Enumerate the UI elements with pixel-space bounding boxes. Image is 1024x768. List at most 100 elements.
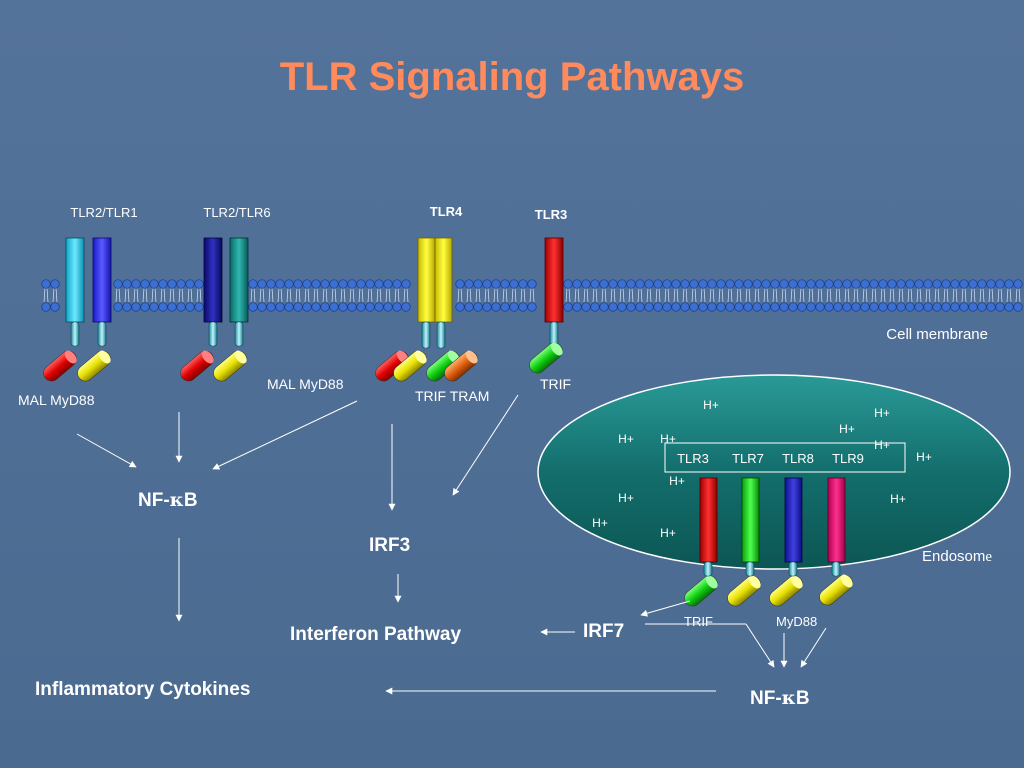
lipid-head	[608, 279, 618, 289]
lipid-head	[833, 302, 843, 312]
lipid-tail	[262, 287, 265, 303]
tlr1-stalk	[97, 321, 107, 347]
lipid-tail	[196, 287, 199, 303]
lipid-tail	[646, 287, 649, 303]
lipid-tail	[295, 287, 298, 303]
lipid-tail	[325, 287, 328, 303]
lipid-tail	[973, 287, 976, 303]
pathway-arrows	[76, 394, 827, 695]
lipid-head	[374, 302, 384, 312]
lipid-head	[716, 302, 726, 312]
lipid-head	[356, 279, 366, 289]
lipid-tail	[658, 287, 661, 303]
receptor-tlr2-tlr6	[203, 237, 249, 347]
lipid-tail	[115, 287, 118, 303]
label-myd88-endo: MyD88	[776, 614, 817, 629]
lipid-tail	[331, 287, 334, 303]
lipid-tail	[181, 287, 184, 303]
adaptor-myd88-cap	[790, 575, 803, 589]
lipid-tail	[649, 287, 652, 303]
tlr3-bar	[544, 237, 564, 323]
lipid-head	[914, 302, 924, 312]
adaptor-mal	[375, 350, 409, 382]
lipid-tail	[199, 287, 202, 303]
lipid-head	[491, 302, 501, 312]
lipid-tail	[703, 287, 706, 303]
lipid-head	[950, 279, 960, 289]
lipid-head	[482, 302, 492, 312]
lipid-tail	[991, 287, 994, 303]
lipid-tail	[478, 287, 481, 303]
inflammatory-cytokines-label: Inflammatory Cytokines	[35, 679, 250, 700]
nfkb-left: NF-κB	[138, 489, 198, 511]
lipid-tail	[307, 287, 310, 303]
lipid-tail	[502, 287, 505, 303]
adaptor-myd88-cap	[414, 350, 427, 364]
lipid-tail	[1015, 287, 1018, 303]
lipid-head	[563, 302, 573, 312]
proton-label: H+	[618, 432, 634, 446]
lipid-tail	[469, 287, 472, 303]
lipid-tail	[268, 287, 271, 303]
lipid-tail	[628, 287, 631, 303]
lipid-head	[302, 302, 312, 312]
adaptor-myd88	[819, 574, 853, 606]
lipid-head	[725, 302, 735, 312]
lipid-tail	[826, 287, 829, 303]
lipid-tail	[586, 287, 589, 303]
lipid-tail	[619, 287, 622, 303]
lipid-head	[266, 279, 276, 289]
lipid-tail	[874, 287, 877, 303]
lipid-head	[617, 302, 627, 312]
lipid-head	[968, 279, 978, 289]
adaptor-myd88	[213, 350, 247, 382]
lipid-head	[788, 279, 798, 289]
lipid-head	[293, 279, 303, 289]
lipid-head	[905, 302, 915, 312]
lipid-head	[122, 279, 132, 289]
irf7-label: IRF7	[583, 621, 624, 642]
lipid-head	[878, 302, 888, 312]
lipid-head	[491, 279, 501, 289]
adaptor-mal-cap	[64, 350, 77, 364]
adaptor-myd88	[393, 350, 427, 382]
lipid-head	[329, 279, 339, 289]
label-mal-myd88-left: MAL MyD88	[18, 392, 95, 408]
lipid-head	[932, 279, 942, 289]
lipid-tail	[493, 287, 496, 303]
lipid-head	[779, 302, 789, 312]
lipid-head	[275, 302, 285, 312]
adaptor-trif-cap	[705, 575, 718, 589]
lipid-tail	[988, 287, 991, 303]
lipid-tail	[613, 287, 616, 303]
lipid-tail	[172, 287, 175, 303]
lipid-tail	[313, 287, 316, 303]
lipid-head	[599, 279, 609, 289]
lipid-tail	[253, 287, 256, 303]
adaptor-mal	[43, 350, 77, 382]
lipid-head	[167, 279, 177, 289]
lipid-head	[158, 279, 168, 289]
lipid-tail	[748, 287, 751, 303]
lipid-tail	[1009, 287, 1012, 303]
lipid-head	[968, 302, 978, 312]
lipid-head	[959, 279, 969, 289]
lipid-tail	[370, 287, 373, 303]
lipid-head	[923, 302, 933, 312]
endo-label-tlr3: TLR3	[677, 451, 709, 466]
lipid-tail	[340, 287, 343, 303]
lipid-head	[743, 302, 753, 312]
label-mal-myd88-mid: MAL MyD88	[267, 376, 344, 392]
tlr2-stalk	[208, 321, 218, 347]
lipid-head	[581, 302, 591, 312]
lipid-tail	[376, 287, 379, 303]
lipid-head	[464, 302, 474, 312]
lipid-tail	[187, 287, 190, 303]
cell-membrane	[41, 279, 1023, 312]
lipid-tail	[955, 287, 958, 303]
adaptor-myd88	[727, 575, 761, 607]
lipid-tail	[505, 287, 508, 303]
lipid-head	[167, 302, 177, 312]
label-tlr2-tlr1: TLR2/TLR1	[70, 205, 137, 220]
interferon-pathway-label: Interferon Pathway	[290, 624, 461, 645]
